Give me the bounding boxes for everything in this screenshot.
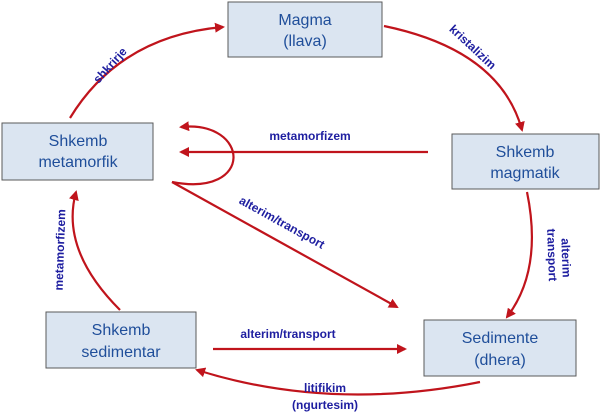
label-shkrirje: shkrirje: [90, 44, 130, 86]
node-metamorfik-line1: Shkemb: [49, 133, 108, 150]
node-sedimente-line1: Sedimente: [462, 330, 539, 347]
arrow-litifikim: [195, 367, 481, 396]
arrow-metamorfizem-loop: [171, 121, 235, 186]
label-kristalizim: kristalizim: [446, 22, 498, 72]
arrow-kristalizim: [383, 24, 525, 132]
node-sedimentar-line2: sedimentar: [81, 344, 161, 361]
label-alterim-right-2: transport: [544, 228, 560, 281]
node-magma-line2: (llava): [283, 33, 327, 50]
node-sedimentar-line1: Shkemb: [92, 322, 151, 339]
node-metamorfik: Shkemb metamorfik: [1, 122, 154, 181]
node-magmatik-line1: Shkemb: [496, 144, 555, 161]
node-magmatik: Shkemb magmatik: [451, 133, 600, 190]
arrow-shkrirje: [69, 22, 225, 119]
node-sedimente: Sedimente (dhera): [423, 319, 577, 377]
node-magma: Magma (llava): [227, 1, 383, 58]
label-alterim-transport-bottom: alterim/transport: [240, 327, 335, 341]
arrow-alterim-transport-diag: [171, 181, 399, 308]
arrow-metamorfizem-left: [69, 190, 121, 311]
node-metamorfik-line2: metamorfik: [38, 154, 118, 171]
label-metamorfizem-left: metamorfizem: [52, 209, 69, 291]
node-sedimentar: Shkemb sedimentar: [45, 311, 197, 369]
label-litifikim-1: litifikim: [304, 381, 346, 395]
label-metamorfizem-top: metamorfizem: [269, 129, 350, 143]
node-magmatik-line2: magmatik: [490, 165, 560, 182]
node-magma-line1: Magma: [278, 12, 331, 29]
node-sedimente-line2: (dhera): [474, 352, 526, 369]
arrow-alterim-transport-right: [505, 191, 533, 319]
label-litifikim-2: (ngurtesim): [292, 398, 358, 412]
label-alterim-right-1: alterim: [558, 238, 573, 278]
